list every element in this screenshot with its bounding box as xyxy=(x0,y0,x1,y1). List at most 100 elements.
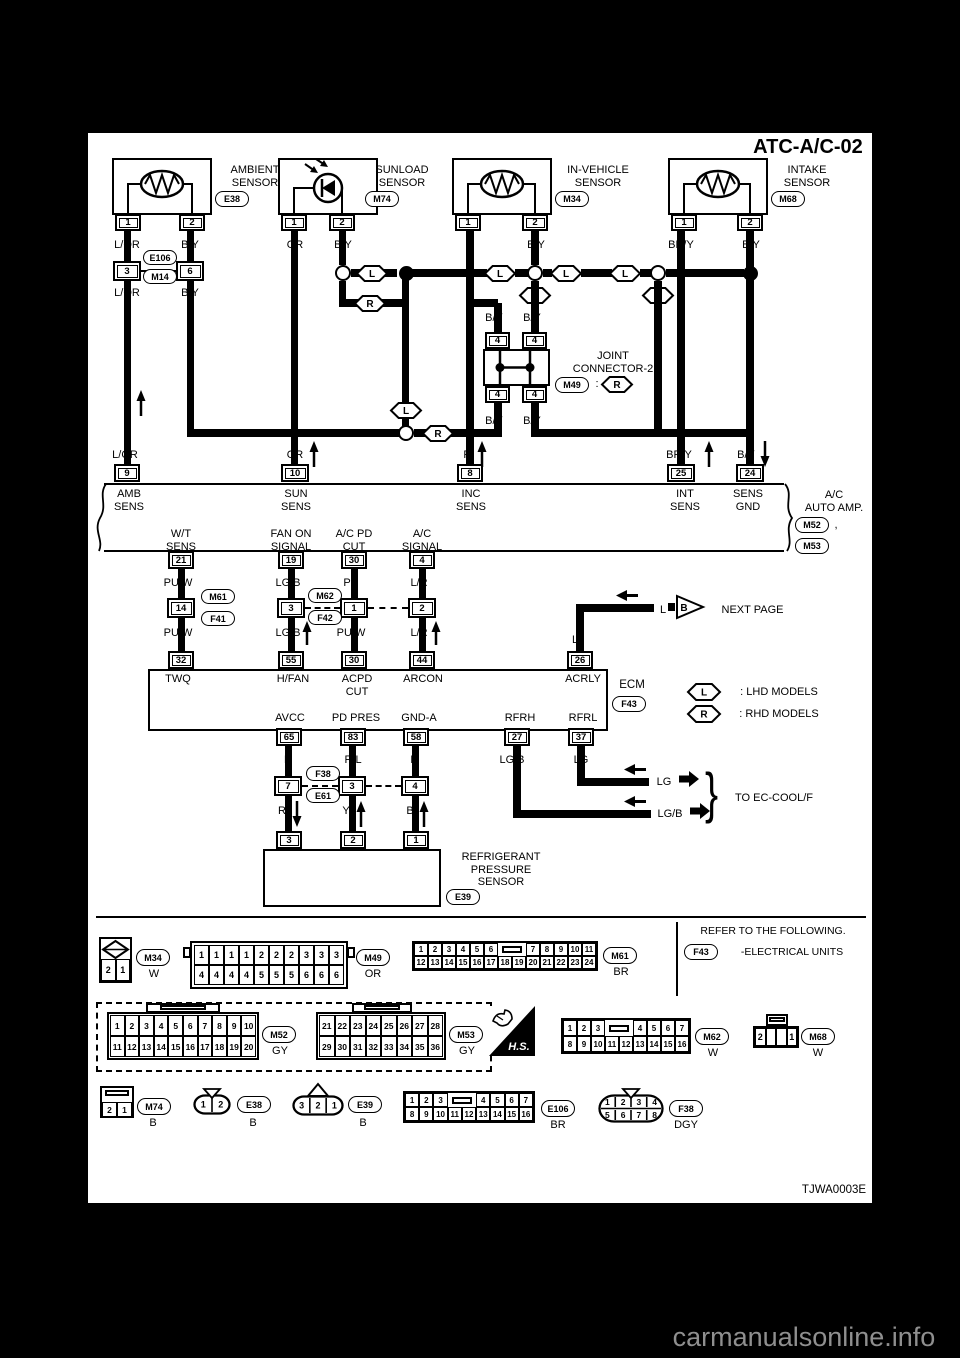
pin-cell: 11 xyxy=(582,943,596,956)
pin-cell: 10 xyxy=(591,1036,605,1052)
connector-id: M74 xyxy=(137,1098,171,1115)
pin-number: 26 xyxy=(570,654,590,666)
pin-cell: 4 xyxy=(153,1015,169,1036)
direction-arrow-up xyxy=(431,621,441,645)
connector-color: BR xyxy=(550,1119,566,1131)
connector-id: F43 xyxy=(684,944,718,960)
pin-cell: 19 xyxy=(226,1036,242,1057)
pin-cell: 5 xyxy=(269,965,284,985)
pin-cell: 23 xyxy=(350,1015,366,1036)
refer-note: -ELECTRICAL UNITS xyxy=(740,946,844,958)
pin-2: 2 xyxy=(522,214,548,231)
ecm-pin-55: 55 xyxy=(278,651,304,669)
connector-id: M68 xyxy=(801,1028,835,1045)
pin-cell: 18 xyxy=(212,1036,227,1057)
wire xyxy=(531,402,539,430)
wire-color: B/Y xyxy=(523,312,541,324)
wire xyxy=(531,231,539,265)
pin-cell: 14 xyxy=(153,1036,169,1057)
pin-cell: 23 xyxy=(568,956,582,969)
pin-cell: 2 xyxy=(755,1028,766,1046)
svg-text:1: 1 xyxy=(201,1100,206,1110)
intake-sensor-label: INTAKE SENSOR xyxy=(783,164,831,189)
pin-cell: 1 xyxy=(414,943,428,956)
junction-dot xyxy=(743,266,758,281)
svg-text:L: L xyxy=(369,269,375,280)
legend-rhd: : RHD MODELS xyxy=(739,708,819,720)
connector-tab xyxy=(347,947,355,958)
pin-number: 8 xyxy=(460,467,480,479)
wire xyxy=(178,569,185,598)
pin-cell: 5 xyxy=(168,1015,183,1036)
wire-color: B xyxy=(410,754,418,766)
pin-number: 1 xyxy=(406,834,426,846)
pin-cell: 13 xyxy=(476,1107,491,1121)
svg-text:L: L xyxy=(497,269,503,280)
pin-cell: 36 xyxy=(427,1036,443,1057)
connector-id: F42 xyxy=(308,610,342,625)
wire xyxy=(419,569,426,598)
ecm-pin-32: 32 xyxy=(168,651,194,669)
pin-number: 4 xyxy=(488,335,507,346)
inline-connector-dash xyxy=(305,607,340,609)
pin-cell: 1 xyxy=(117,1102,132,1117)
pin-cell: 10 xyxy=(568,943,582,956)
pin-cell: 4 xyxy=(633,1020,647,1036)
direction-arrow-up xyxy=(309,441,319,467)
amp-signal: INT SENS xyxy=(670,488,700,513)
svg-text:L: L xyxy=(622,269,628,280)
sensor-pin-2: 2 xyxy=(340,831,366,849)
svg-text:R: R xyxy=(434,429,442,440)
wire xyxy=(412,796,419,832)
rhd-marker: R xyxy=(600,376,634,393)
pin-number: 2 xyxy=(182,217,202,228)
pin-number: 1 xyxy=(284,217,304,228)
pin-cell: 3 xyxy=(314,945,329,965)
pin-cell: 2 xyxy=(124,1015,140,1036)
wire-color: BR/Y xyxy=(666,449,692,461)
pin-number: 24 xyxy=(739,467,761,479)
pin-cell: 4 xyxy=(456,943,470,956)
connector-id: M34 xyxy=(555,191,589,207)
svg-text:1: 1 xyxy=(332,1101,337,1111)
ecm-signal: RFRL xyxy=(568,712,598,724)
wire-color: L xyxy=(571,634,579,646)
wire-color: R xyxy=(278,805,286,817)
divider-line xyxy=(676,922,678,996)
pin-cell: 15 xyxy=(504,1107,519,1121)
diagram-title: ATC-A/C-02 xyxy=(753,136,863,158)
legend-lhd: : LHD MODELS xyxy=(740,686,818,698)
ecm-signal: ACRLY xyxy=(565,673,601,685)
connector-id: E38 xyxy=(237,1096,271,1113)
pin-cell: 1 xyxy=(110,1015,125,1036)
pin-cell: 35 xyxy=(412,1036,428,1057)
comma: , xyxy=(834,519,838,531)
direction-arrow-up xyxy=(356,801,366,827)
thermistor-icon xyxy=(668,158,768,215)
pin-cell xyxy=(765,1028,776,1046)
ecm-signal: ARCON xyxy=(403,673,443,685)
ecm-pin-83: 83 xyxy=(340,728,366,746)
pin-cell: 11 xyxy=(447,1107,462,1121)
pin-number: 4 xyxy=(412,554,432,566)
keyway-slot xyxy=(769,1017,785,1022)
pin-number: 19 xyxy=(281,554,301,566)
pin-cell: 6 xyxy=(299,965,314,985)
wire-color: LG/B xyxy=(499,754,525,766)
wire-color: LG/B xyxy=(275,577,301,589)
thermistor-icon xyxy=(452,158,552,215)
wire xyxy=(288,618,295,652)
connector-id: M62 xyxy=(308,588,342,603)
photodiode-icon xyxy=(278,158,378,215)
ecm-pin-58: 58 xyxy=(403,728,429,746)
pin-cell: 8 xyxy=(540,943,554,956)
wire xyxy=(466,231,474,465)
pin-cell: 1 xyxy=(786,1028,797,1046)
wire-color: B/Y xyxy=(485,415,503,427)
wire-color: OR xyxy=(286,449,304,461)
svg-text:L: L xyxy=(701,688,707,699)
pin-cell: 5 xyxy=(490,1093,505,1107)
wire-color: B/Y xyxy=(523,415,541,427)
pin-cell: 6 xyxy=(183,1015,198,1036)
pin-cell: 3 xyxy=(139,1015,154,1036)
